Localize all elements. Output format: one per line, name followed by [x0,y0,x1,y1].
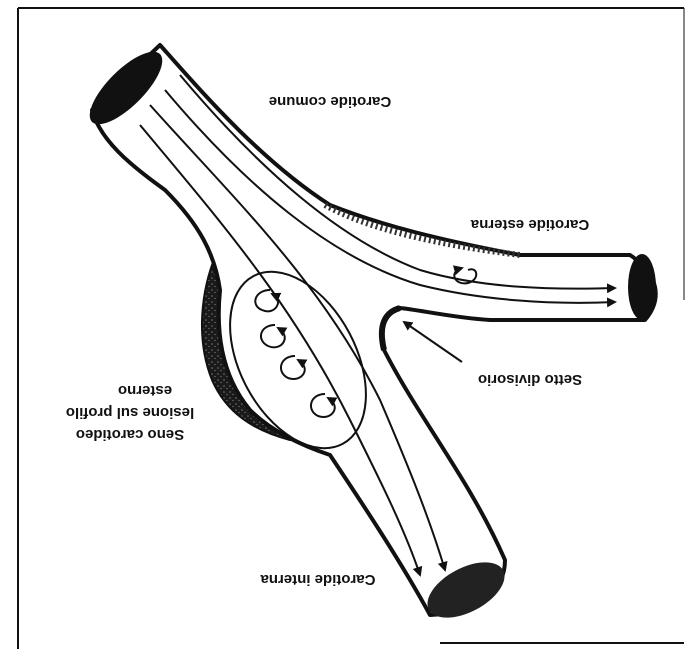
label-setto-divisorio: Setto divisorio [478,371,582,388]
label-seno-line2: lesione sul profilo [66,404,194,421]
label-carotide-esterna: Carotide esterna [470,216,589,233]
label-seno-line1: Seno carotideo [76,426,184,443]
label-carotide-interna: Carotide interna [260,571,376,588]
label-seno-line3: esterno [118,382,172,399]
septum-pointer [404,322,462,362]
vessel-body [92,45,656,615]
label-carotide-comune: Carotide comune [269,93,392,110]
external-carotid-opening [628,254,656,320]
